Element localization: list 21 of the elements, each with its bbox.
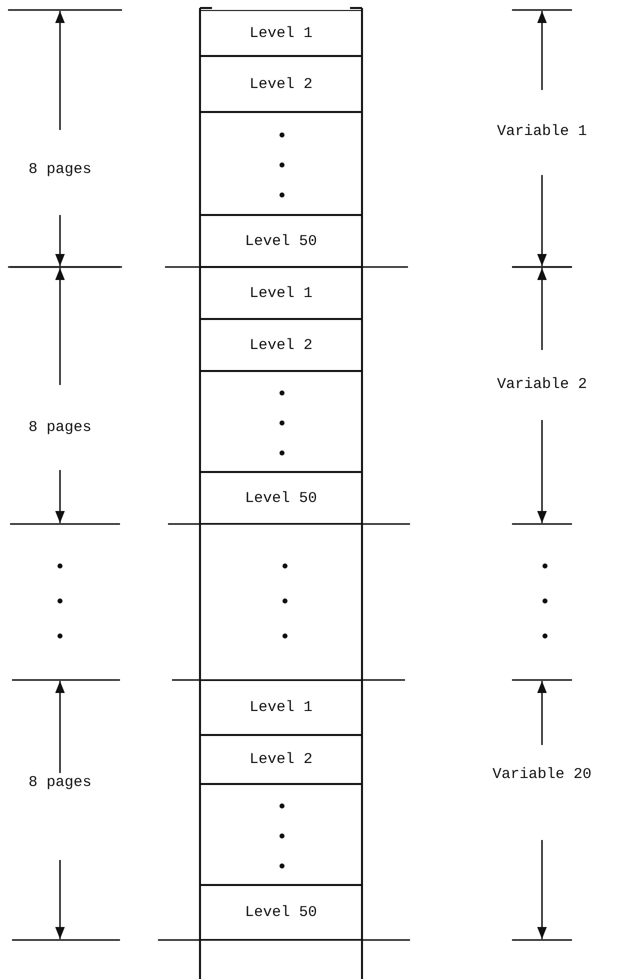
memory-block	[200, 885, 362, 940]
block-label: Level 1	[249, 284, 312, 302]
block-label: Level 1	[249, 699, 312, 716]
memory-block	[200, 215, 362, 267]
memory-block	[200, 267, 362, 319]
block-label: Level 50	[244, 490, 317, 506]
memory-block	[200, 472, 362, 524]
memory-block	[200, 10, 362, 56]
memory-block	[200, 319, 362, 371]
block-label: Level 50	[244, 232, 317, 250]
memory-block	[200, 112, 362, 215]
block-label: Level 2	[249, 76, 312, 92]
memory-block	[200, 680, 362, 735]
memory-block	[200, 371, 362, 472]
block-label: Level 2	[249, 751, 312, 768]
block-label: Level 50	[244, 904, 317, 921]
block-label: Level 1	[249, 24, 312, 42]
memory-block	[200, 735, 362, 784]
memory-block	[200, 784, 362, 885]
block-label: Level 2	[249, 336, 312, 354]
memory-block	[200, 56, 362, 112]
